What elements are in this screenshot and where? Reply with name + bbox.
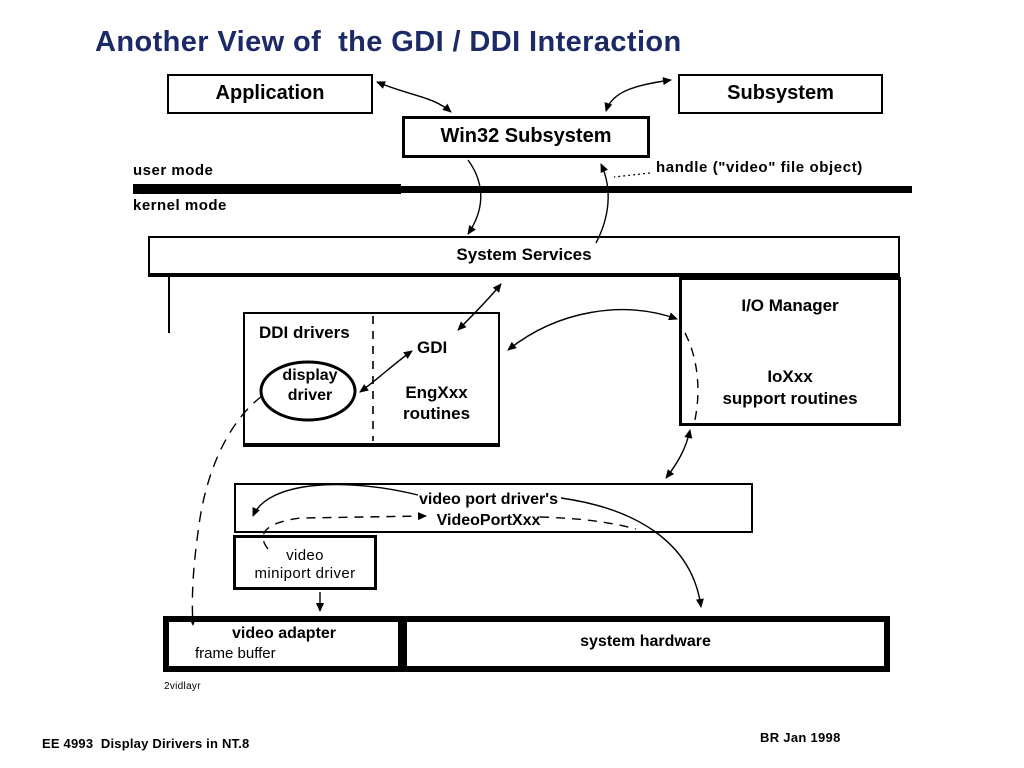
arrow-handle-to-win32 [595,163,609,244]
arrow-win32-subsystem [604,77,672,112]
system-hardware-label: system hardware [580,633,711,650]
io-manager-routines: IoXxx support routines [682,366,898,410]
video-miniport-line1: video [286,547,324,564]
handle-annotation: handle ("video" file object) [656,159,863,176]
arrow-application-win32 [376,81,452,113]
video-port-driver-label: video port driver's VideoPortXxx [419,491,558,529]
ddi-drivers-label: DDI drivers [259,323,350,342]
mode-divider-line-left [133,184,401,194]
arrow-io-manager-video-port [665,429,693,479]
win32-subsystem-box: Win32 Subsystem [402,116,650,158]
video-port-driver-box: video port driver's VideoPortXxx [234,483,753,533]
mode-divider-line [133,186,912,193]
user-mode-label: user mode [133,162,214,179]
application-label: Application [215,82,325,104]
ddi-gdi-box: DDI drivers GDI EngXxx routines display … [243,312,500,447]
slide-title: Another View of the GDI / DDI Interactio… [95,26,682,58]
video-adapter-label: video adapter [231,625,337,642]
frame-buffer-label: frame buffer [195,645,276,662]
support-routines-label: support routines [722,389,858,408]
hardware-divider [398,622,407,666]
slide-tag: 2vidlayr [164,681,201,692]
arrow-win32-to-system-services [467,159,482,235]
footer-date: BR Jan 1998 [760,730,841,745]
system-services-box: System Services [148,236,900,277]
handle-leader-line [613,172,651,178]
gdi-label: GDI [417,338,448,357]
application-box: Application [167,74,373,114]
subsystem-label: Subsystem [727,82,834,104]
io-manager-label: I/O Manager [741,296,839,315]
system-services-label: System Services [456,245,592,264]
subsystem-box: Subsystem [678,74,883,114]
video-miniport-driver-box: video miniport driver [233,535,377,590]
win32-subsystem-label: Win32 Subsystem [440,125,612,147]
io-manager-box: I/O Manager IoXxx support routines [679,277,901,426]
arrow-gdi-io-manager [507,309,678,351]
display-driver-label: display driver [282,367,338,404]
kernel-mode-label: kernel mode [133,197,227,214]
engxxx-routines-label: EngXxx routines [402,383,471,423]
video-miniport-line2: miniport driver [254,565,356,582]
ioxxx-label: IoXxx [767,367,813,386]
hardware-box: video adapter frame buffer system hardwa… [163,616,890,672]
footer-course: EE 4993 Display Dirivers in NT.8 [42,736,250,751]
